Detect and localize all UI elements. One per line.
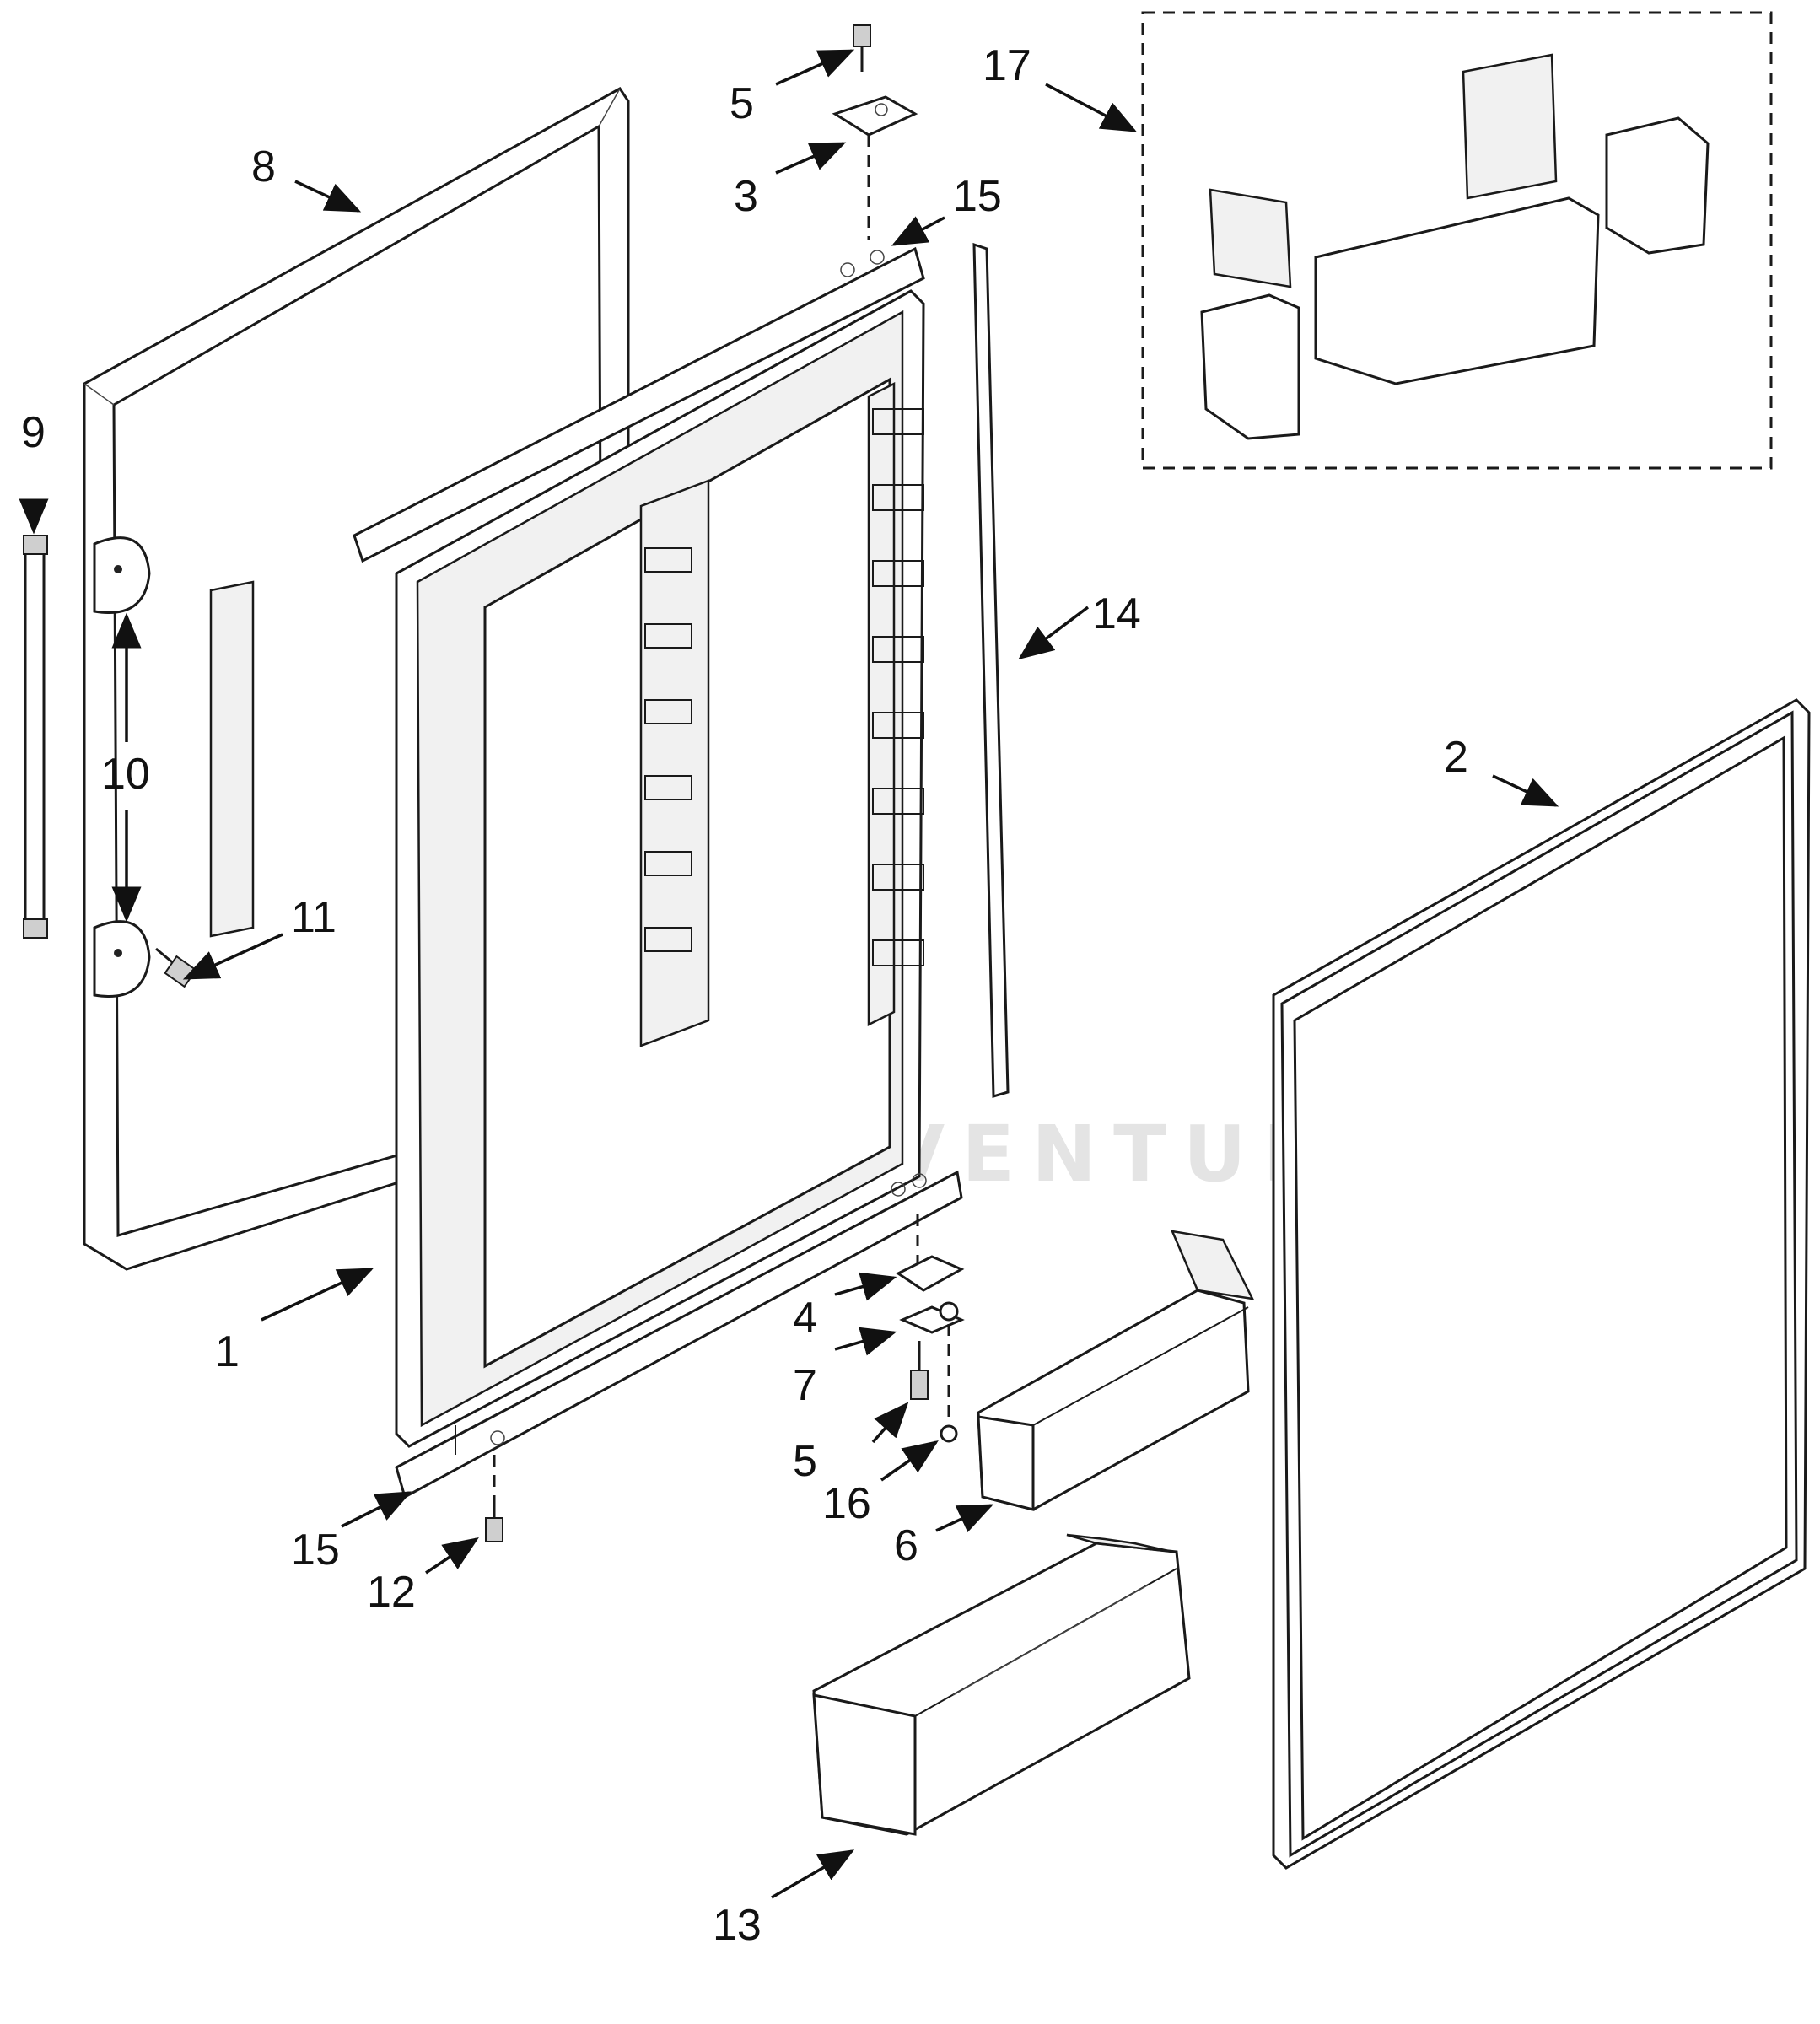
callout-5-top: 5 [730, 79, 754, 128]
door-liner [395, 289, 925, 1448]
callout-8: 8 [251, 143, 276, 191]
callout-2: 2 [1444, 733, 1468, 782]
tape-strip-bottom [395, 1170, 963, 1499]
door-bin-large [812, 1533, 1191, 1836]
tape-strip-top [353, 246, 925, 563]
top-hinge-assembly [832, 24, 918, 240]
callout-16: 16 [822, 1479, 871, 1528]
callout-17: 17 [983, 41, 1031, 90]
callout-14: 14 [1092, 589, 1141, 638]
liner-brackets-right [872, 408, 924, 966]
callout-7: 7 [793, 1361, 817, 1410]
callout-13: 13 [713, 1901, 762, 1950]
door-bin-small [977, 1230, 1255, 1511]
callout-15-bottom: 15 [291, 1526, 340, 1575]
callout-11: 11 [291, 893, 337, 942]
callout-5-bottom: 5 [793, 1437, 817, 1486]
screw-12 [485, 1497, 503, 1542]
callout-12: 12 [367, 1568, 416, 1617]
callout-3: 3 [734, 172, 758, 221]
callout-4: 4 [793, 1294, 817, 1343]
callout-1: 1 [215, 1327, 240, 1376]
door-gasket [1272, 698, 1811, 1870]
door-handle [23, 535, 48, 939]
callout-9: 9 [21, 408, 46, 457]
bin-kit-parts [1200, 53, 1710, 440]
callout-10: 10 [101, 750, 150, 799]
liner-brackets-left [644, 547, 692, 952]
bin-kit-box [1141, 11, 1773, 470]
bottom-hinge-assembly [896, 1214, 965, 1443]
callout-6: 6 [894, 1521, 918, 1570]
door-trim-strip [972, 242, 1010, 1098]
callout-arrows [19, 49, 1559, 1899]
callout-15-top: 15 [953, 172, 1002, 221]
